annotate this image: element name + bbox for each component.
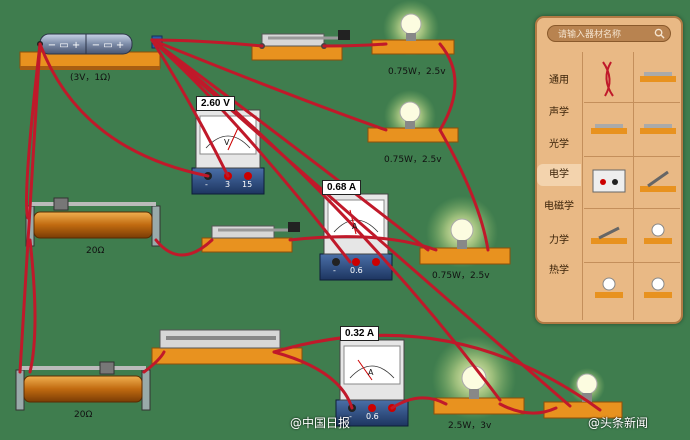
knife-switch-icon[interactable] [585, 210, 633, 260]
lamp[interactable] [543, 373, 623, 419]
watermark-left: @中国日报 [290, 416, 351, 430]
svg-text:− ▭ +: − ▭ + [92, 40, 125, 51]
category-tab[interactable]: 热学 [549, 265, 569, 276]
search-input[interactable] [556, 26, 656, 43]
ammeter-terminal: - [333, 266, 336, 275]
switch-icon[interactable] [634, 54, 682, 104]
svg-text:− ▭ +: − ▭ + [48, 40, 81, 51]
ammeter-terminal: - [349, 412, 352, 421]
bulb-label: 0.75W，2.5v [388, 67, 446, 77]
voltmeter-terminal: 15 [242, 180, 253, 189]
ammeter-terminal: 0.6 [350, 266, 363, 275]
category-tab[interactable]: 电磁学 [544, 201, 574, 212]
ammeter-reading: 0.32 A [340, 326, 380, 341]
battery-label: (3V，1Ω) [70, 73, 111, 83]
ammeter-unit: A [368, 368, 374, 377]
ammeter[interactable] [319, 193, 393, 281]
voltmeter-reading: 2.60 V [196, 96, 235, 111]
category-divider [582, 52, 583, 320]
category-tab[interactable]: 通用 [549, 75, 569, 86]
search-icon[interactable] [654, 28, 665, 39]
switch[interactable] [201, 222, 300, 253]
lamp-icon[interactable] [634, 210, 682, 260]
lamp-icon[interactable] [634, 264, 682, 314]
category-tab-active[interactable]: 电学 [537, 164, 581, 186]
lamp[interactable] [433, 365, 525, 415]
bulb-label: 2.5W，3v [448, 421, 492, 431]
rheostat[interactable] [15, 361, 151, 411]
voltmeter-unit: V [224, 138, 230, 147]
lamp[interactable] [371, 13, 455, 55]
bulb-label: 0.75W，2.5v [384, 155, 442, 165]
lamp[interactable] [367, 101, 459, 143]
battery[interactable]: − ▭ + − ▭ + [19, 33, 163, 70]
voltmeter-terminal: 3 [225, 180, 231, 189]
search-box[interactable] [547, 25, 671, 43]
switch[interactable] [151, 329, 303, 365]
bulb-label: 0.75W，2.5v [432, 271, 490, 281]
equipment-panel: 通用 声学 光学 电学 电磁学 力学 热学 [535, 16, 683, 324]
lamp[interactable] [419, 218, 511, 265]
ammeter-terminal: 0.6 [366, 412, 379, 421]
ammeter-reading: 0.68 A [322, 180, 362, 195]
wire-icon[interactable] [585, 54, 633, 104]
ammeter-unit: A [352, 222, 358, 231]
knife-switch-icon[interactable] [634, 158, 682, 208]
rheostat-label: 20Ω [86, 246, 105, 256]
switch-icon[interactable] [634, 106, 682, 156]
rheostat[interactable] [25, 197, 161, 247]
ammeter[interactable] [335, 339, 409, 427]
switch[interactable] [251, 30, 350, 61]
switch-icon[interactable] [585, 106, 633, 156]
watermark-right: @头条新闻 [588, 416, 649, 430]
power-supply-icon[interactable] [585, 158, 633, 208]
category-tab[interactable]: 声学 [549, 107, 569, 118]
rheostat-label: 20Ω [74, 410, 93, 420]
lamp-icon[interactable] [585, 264, 633, 314]
category-tab[interactable]: 光学 [549, 139, 569, 150]
category-tab[interactable]: 力学 [549, 235, 569, 246]
voltmeter-terminal: - [205, 180, 208, 189]
